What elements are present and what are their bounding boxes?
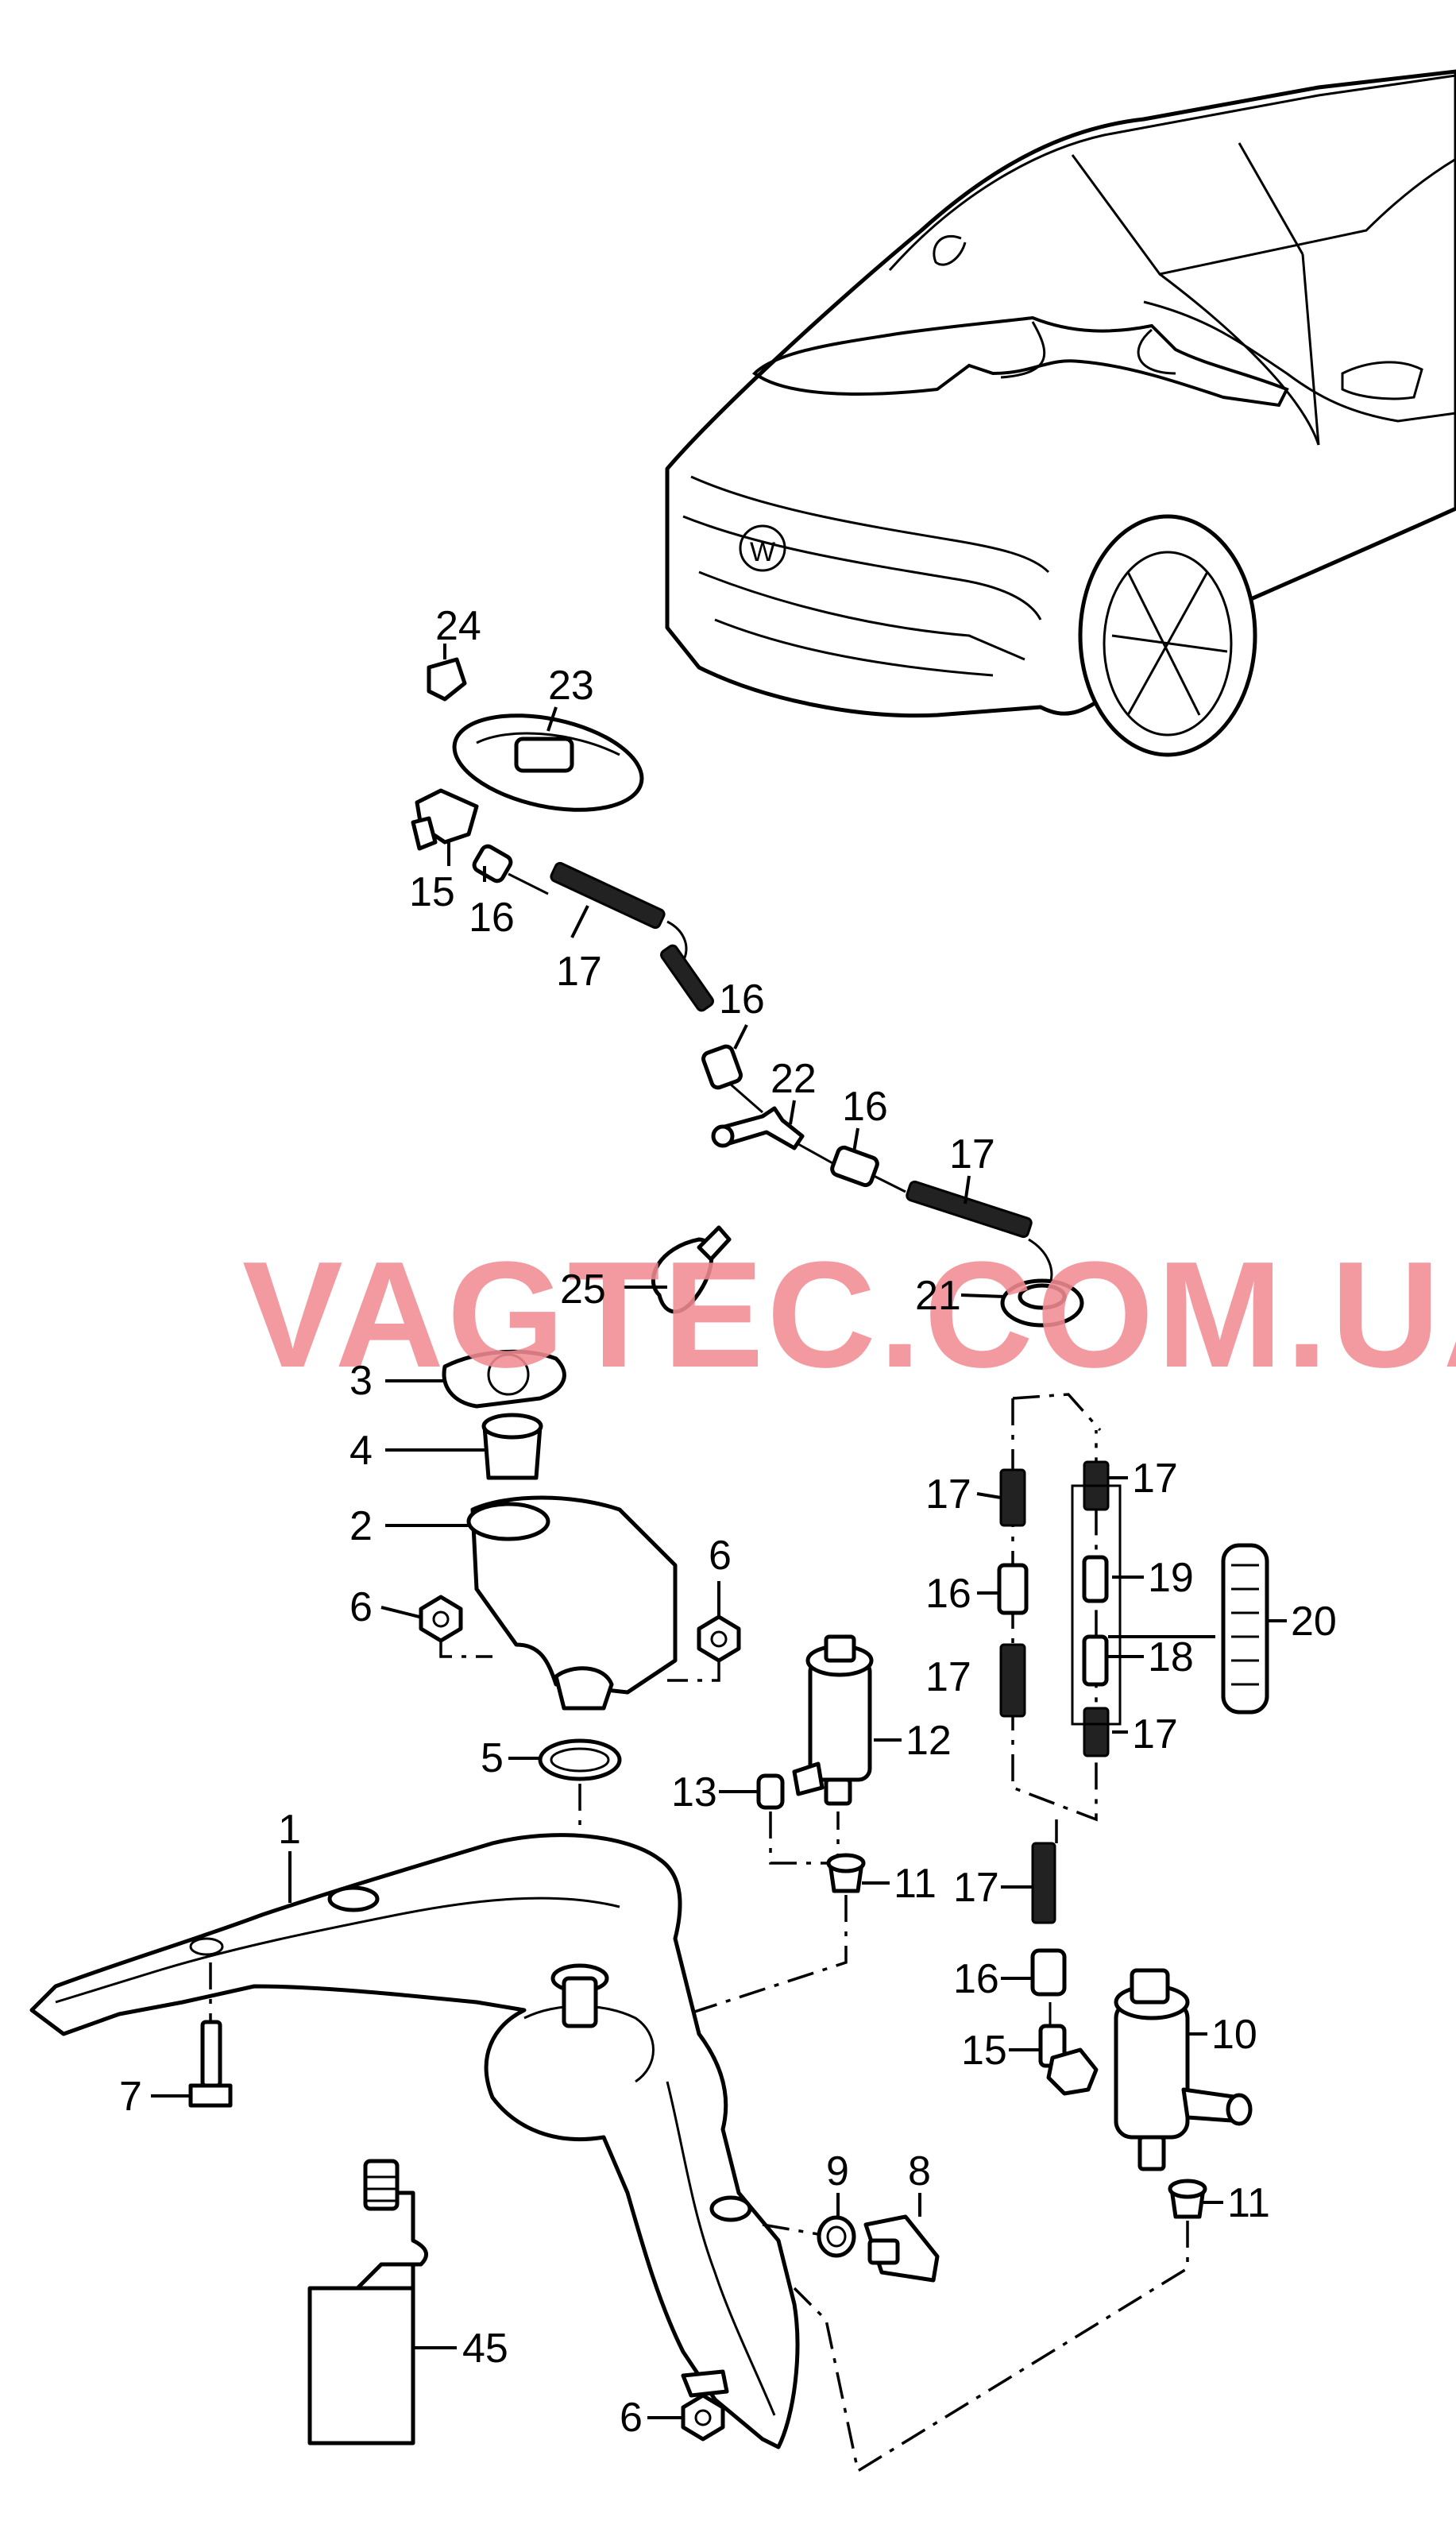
label-4: 4 [350, 1428, 373, 1474]
seal-4 [481, 1413, 543, 1480]
hose-clip-25 [651, 1225, 732, 1314]
hose-17-lower [1031, 1842, 1056, 1924]
label-17-g: 17 [953, 1865, 999, 1911]
hose-connector-16-c [830, 1145, 879, 1188]
filler-neck-2 [466, 1495, 678, 1711]
grommet-11-b [1168, 2179, 1207, 2219]
leader-lines [151, 644, 1287, 2419]
part-labels: 24 23 15 16 17 16 22 16 17 25 21 3 4 2 6… [119, 603, 1337, 2441]
label-17-e: 17 [925, 1654, 971, 1700]
label-12: 12 [906, 1718, 952, 1764]
grommet-21 [1000, 1278, 1084, 1328]
plug-13 [756, 1773, 785, 1810]
hose-connector-16-a [472, 844, 513, 883]
filter-20 [1221, 1543, 1269, 1715]
svg-text:W: W [750, 537, 775, 567]
hose-17-c [906, 1180, 1033, 1239]
nut-6-right [697, 1614, 741, 1663]
label-19: 19 [1148, 1555, 1194, 1601]
hose-assembly-right [997, 1393, 1215, 2096]
label-7: 7 [119, 2074, 142, 2120]
label-11-b: 11 [1227, 2180, 1270, 2226]
label-22: 22 [770, 1056, 817, 1102]
hose-17-a [550, 861, 666, 930]
connector-15-top [411, 788, 479, 851]
label-20: 20 [1291, 1599, 1337, 1645]
label-17-f: 17 [1132, 1711, 1178, 1757]
label-15-top: 15 [409, 869, 455, 915]
label-17-c: 17 [925, 1471, 971, 1518]
bolt-7 [188, 2020, 233, 2108]
label-3: 3 [350, 1358, 373, 1404]
hose-connector-16-b [701, 1044, 743, 1090]
cap-24 [427, 657, 467, 702]
nut-6-bottom [681, 2393, 725, 2442]
car-illustration: W [665, 69, 1456, 757]
label-10: 10 [1211, 2012, 1257, 2058]
label-2: 2 [350, 1503, 373, 1549]
label-17-d: 17 [1132, 1456, 1178, 1502]
reservoir-1 [29, 1833, 800, 2449]
label-8: 8 [908, 2148, 931, 2194]
label-21: 21 [915, 1273, 961, 1319]
label-23: 23 [548, 663, 594, 709]
filler-cap-3 [442, 1349, 566, 1409]
watermark: VAGTEC.COM.UA [242, 1231, 1456, 1399]
label-18: 18 [1148, 1634, 1194, 1680]
fluid-bottle-45 [307, 2159, 428, 2446]
pump-12 [792, 1634, 874, 1806]
label-6-right: 6 [709, 1533, 732, 1579]
label-16-a: 16 [469, 895, 515, 941]
label-17-a: 17 [556, 949, 602, 995]
label-25: 25 [560, 1266, 606, 1313]
label-15-lower: 15 [961, 2028, 1007, 2074]
hose-connector-16-lower [1030, 1948, 1067, 1997]
label-6-bottom: 6 [620, 2395, 643, 2441]
label-17-b: 17 [949, 1131, 995, 1177]
label-5: 5 [481, 1735, 504, 1781]
label-11-a: 11 [894, 1861, 937, 1907]
y-piece-22 [711, 1106, 805, 1150]
grommet-9 [817, 2215, 856, 2258]
label-9: 9 [826, 2148, 849, 2194]
label-45: 45 [462, 2326, 508, 2372]
label-16-e: 16 [953, 1956, 999, 2002]
label-1: 1 [278, 1807, 301, 1853]
seal-ring-5 [538, 1738, 622, 1781]
pump-10 [1114, 1968, 1253, 2171]
sensor-8 [863, 2214, 940, 2283]
label-16-c: 16 [842, 1084, 888, 1130]
nozzle-23 [452, 713, 644, 812]
label-24: 24 [435, 603, 481, 649]
label-16-d: 16 [925, 1571, 971, 1617]
nut-6-left [419, 1595, 463, 1643]
grommet-11-a [826, 1853, 866, 1893]
label-16-b: 16 [719, 976, 765, 1023]
label-13: 13 [671, 1769, 717, 1815]
hose-line-upper [508, 872, 549, 895]
hose-17-b [660, 944, 714, 1012]
label-6-left: 6 [350, 1584, 373, 1630]
